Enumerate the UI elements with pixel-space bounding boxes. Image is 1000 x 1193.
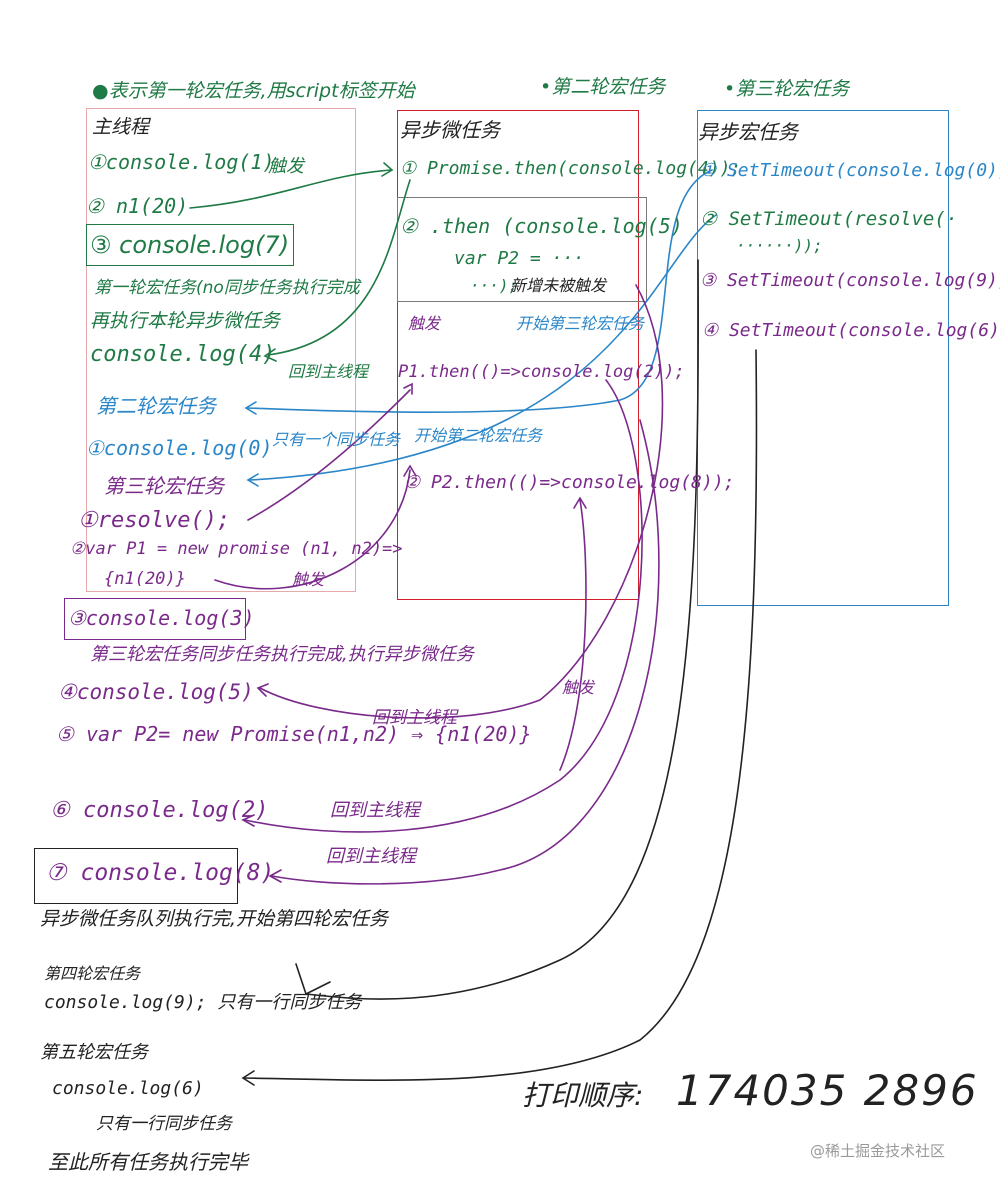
main-third-done: 第三轮宏任务同步任务执行完成,执行异步微任务 — [90, 644, 474, 665]
main-third-round: 第三轮宏任务 — [104, 474, 224, 498]
arrow-micro-to-c8 — [271, 419, 660, 885]
main-c5: ④console.log(5) — [58, 680, 254, 704]
main-resolve: ①resolve(); — [78, 508, 231, 533]
main-c0: ①console.log(0) — [86, 436, 273, 460]
footer-fourth-title: 第四轮宏任务 — [44, 964, 141, 983]
micro-m2b: var P2 = ··· — [454, 248, 585, 269]
label-trigger-2: 触发 — [268, 156, 304, 177]
main-l1: ①console.log(1) — [88, 150, 275, 174]
micro-m2a: ② .then (console.log(5) — [400, 214, 683, 238]
label-trigger-4: 触发 — [562, 678, 595, 697]
arrow-macro2-to-third — [249, 214, 717, 481]
main-thread-box — [86, 108, 356, 592]
footer-micro-done: 异步微任务队列执行完,开始第四轮宏任务 — [40, 908, 389, 930]
main-c3: ③console.log(3) — [68, 606, 255, 630]
main-l3-box — [86, 224, 294, 266]
footer-c9: console.log(9); 只有一行同步任务 — [44, 992, 362, 1013]
header-second-round: •第二轮宏任务 — [540, 76, 666, 98]
label-start-third: 开始第三轮宏任务 — [516, 314, 645, 333]
main-c3-box — [64, 598, 246, 640]
main-p2: ⑤ var P2= new Promise(n1,n2) ⇒ {n1(20)} — [56, 722, 532, 746]
arrow-macro-to-fourth — [305, 259, 700, 1000]
macro-k2b: ······)); — [736, 236, 823, 255]
micro-task-box — [397, 110, 639, 600]
main-c4: console.log(4) — [90, 342, 276, 367]
main-p1a: ②var P1 = new promise (n1, n2)=> — [70, 539, 403, 559]
macro-k1: ① SetTimeout(console.log(0)); — [700, 160, 1000, 181]
main-p1b: {n1(20)} — [104, 569, 186, 589]
header-main-note: ●表示第一轮宏任务,用script标签开始 — [92, 80, 415, 102]
micro-title: 异步微任务 — [400, 118, 500, 142]
watermark: @稀土掘金技术社区 — [810, 1142, 946, 1160]
footer-all-done: 至此所有任务执行完毕 — [48, 1150, 248, 1174]
header-third-round: •第三轮宏任务 — [724, 78, 850, 100]
macro-title: 异步宏任务 — [698, 120, 798, 144]
main-l2: ② n1(20) — [86, 194, 189, 218]
arrow-micro-back-to-c4 — [267, 179, 411, 356]
main-second-round: 第二轮宏任务 — [96, 394, 216, 418]
main-only-one: 只有一个同步任务 — [272, 430, 401, 449]
macro-k3: ③ SetTimeout(console.log(9)); — [700, 270, 1000, 291]
label-back-2: 回到主线程 — [372, 708, 457, 728]
print-order-value: 174035 2896 — [676, 1066, 979, 1115]
footer-fifth-note: 只有一行同步任务 — [96, 1114, 232, 1134]
main-done2: 再执行本轮异步微任务 — [90, 310, 281, 332]
label-start-second: 开始第二轮宏任务 — [414, 426, 543, 445]
macro-k4: ④ SetTimeout(console.log(6)); — [702, 320, 1000, 341]
micro-m4: ② P2.then(()=>console.log(8)); — [404, 472, 735, 493]
main-thread-title: 主线程 — [92, 116, 150, 138]
arrow-micro-to-c5 — [259, 284, 664, 719]
main-c8-box — [34, 848, 238, 904]
micro-m2c: ···); — [470, 276, 519, 295]
arrow-p2-trigger — [559, 499, 587, 771]
label-trigger-1: 触发 — [408, 314, 441, 333]
macro-k2a: ② SetTimeout(resolve(· — [700, 208, 958, 230]
footer-fifth-title: 第五轮宏任务 — [40, 1042, 148, 1063]
main-c2: ⑥ console.log(2) — [50, 798, 269, 823]
arrow-micro-to-c2 — [244, 379, 643, 833]
micro-m2-note: 新增未被触发 — [510, 276, 607, 295]
label-back-1: 回到主线程 — [288, 362, 369, 381]
label-back-3: 回到主线程 — [330, 800, 420, 821]
arrow-p1-trigger — [214, 469, 411, 590]
label-trigger-3: 触发 — [292, 570, 325, 589]
arrow-macro-to-second — [247, 169, 713, 414]
arrow-n1-to-micro — [189, 169, 393, 209]
main-l3: ③ console.log(7) — [90, 231, 290, 259]
print-order-label: 打印顺序: — [522, 1079, 644, 1112]
arrow-resolve-to-p1 — [247, 389, 411, 521]
micro-inner-box — [397, 197, 647, 302]
main-c8: ⑦ console.log(8) — [46, 860, 275, 886]
main-done1: 第一轮宏任务(no同步任务执行完成 — [94, 278, 360, 298]
micro-m1: ① Promise.then(console.log(4)); — [400, 158, 742, 179]
label-back-4: 回到主线程 — [326, 846, 416, 867]
footer-c6: console.log(6) — [52, 1078, 204, 1099]
micro-m3: P1.then(()=>console.log(2)); — [398, 362, 685, 382]
arrow-macro-to-fifth — [243, 349, 758, 1081]
